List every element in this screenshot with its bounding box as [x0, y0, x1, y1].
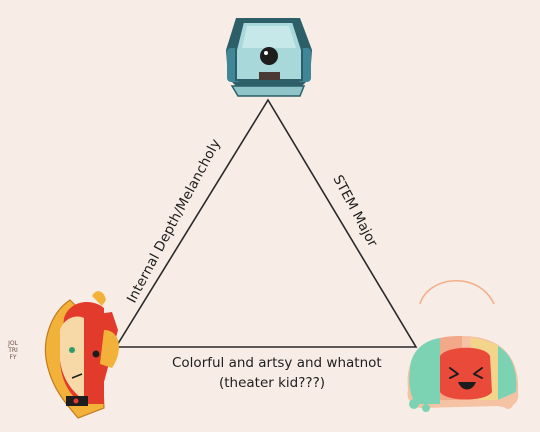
masked-character-icon [44, 291, 119, 419]
rainbow-character-icon [407, 279, 519, 412]
edge-label-bottom: Colorful and artsy and whatnot (theater … [172, 353, 382, 393]
edge-label-bottom-line1: Colorful and artsy and whatnot [172, 355, 382, 371]
robot-character-icon [226, 18, 312, 97]
artist-signature: JOLTRIFY [8, 340, 18, 361]
edge-label-bottom-line2: (theater kid???) [218, 375, 326, 391]
triangle-outline [114, 98, 418, 348]
